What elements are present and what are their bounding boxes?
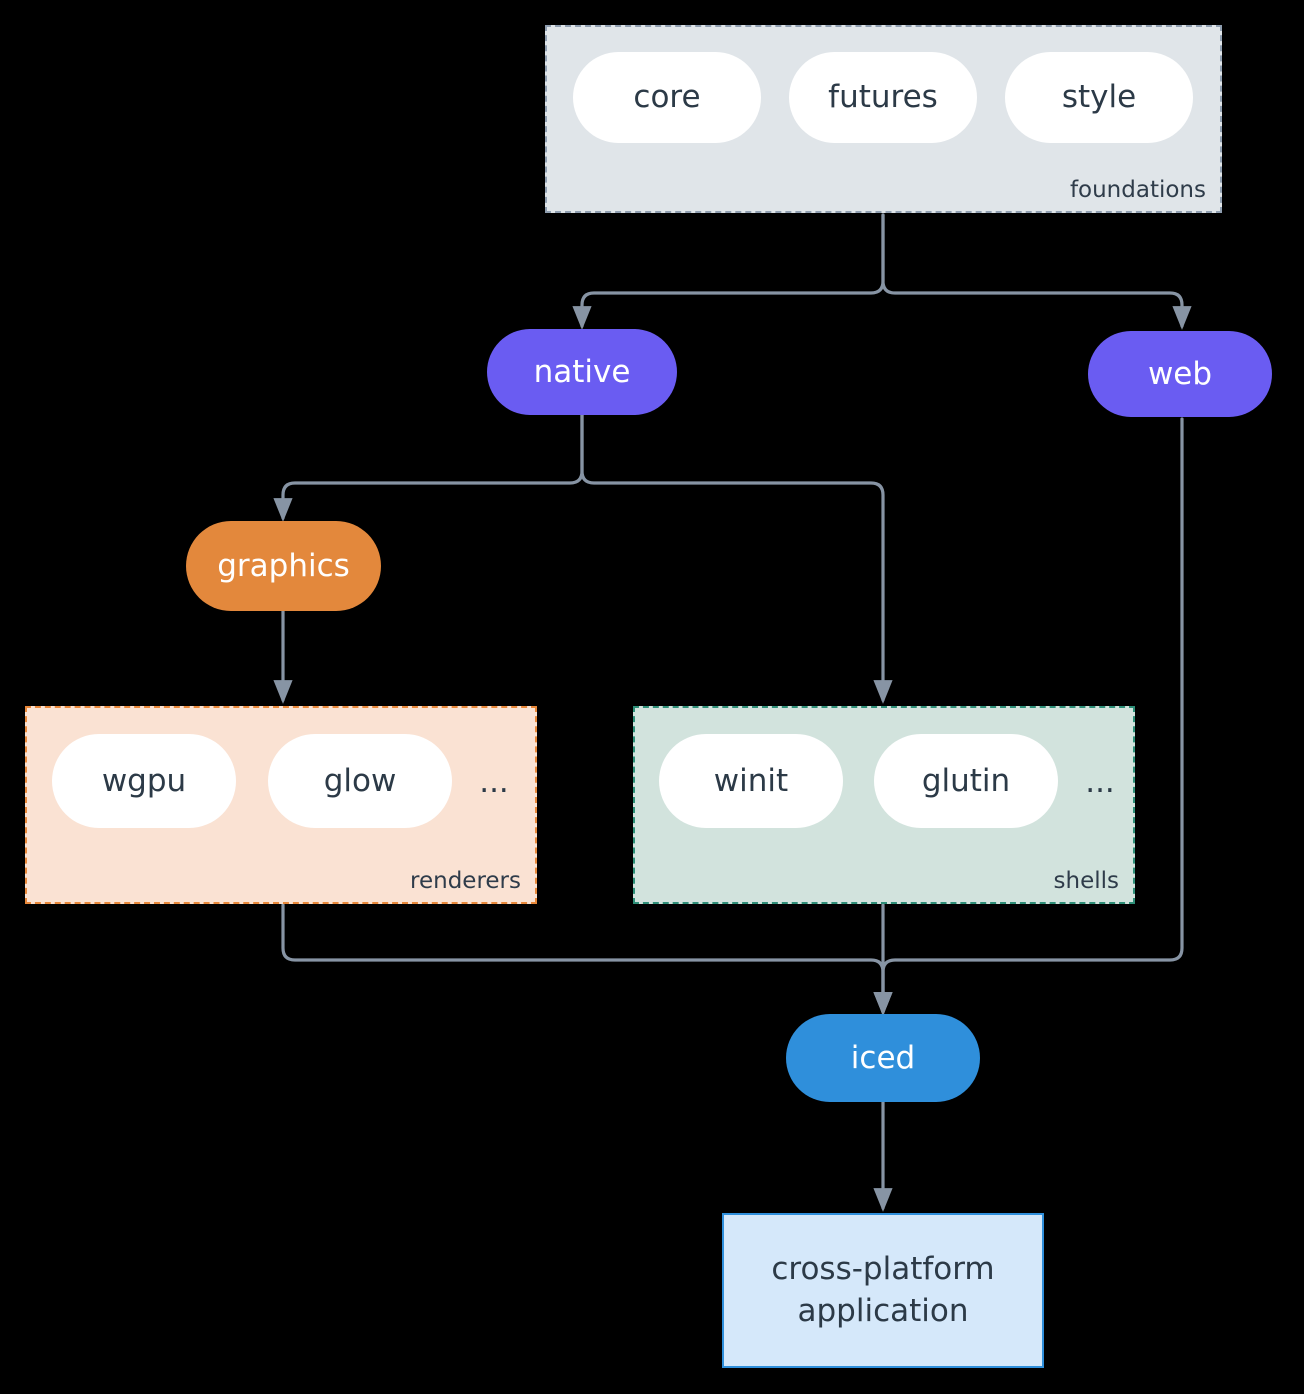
- node-futures[interactable]: futures: [789, 52, 977, 143]
- cluster-foundations-label: foundations: [1069, 177, 1206, 203]
- node-core[interactable]: core: [573, 52, 761, 143]
- node-wgpu-label: wgpu: [101, 762, 187, 799]
- node-application-label-line2: application: [797, 1292, 969, 1329]
- edge-foundations-web: [881, 213, 1192, 330]
- cluster-renderers-label: renderers: [410, 868, 521, 894]
- node-renderers-more-label: ...: [479, 763, 509, 800]
- edge-native-shells: [580, 411, 893, 704]
- node-futures-label: futures: [828, 79, 938, 115]
- cluster-shells-label: shells: [1053, 868, 1119, 894]
- node-iced[interactable]: iced: [786, 1014, 980, 1102]
- node-glutin[interactable]: glutin: [874, 734, 1058, 828]
- node-shells-more: ...: [1078, 765, 1122, 799]
- node-core-label: core: [633, 79, 701, 115]
- node-style[interactable]: style: [1005, 52, 1193, 143]
- node-style-label: style: [1061, 79, 1137, 115]
- node-glow-label: glow: [323, 762, 397, 799]
- node-graphics[interactable]: graphics: [186, 521, 381, 611]
- node-glutin-label: glutin: [921, 762, 1011, 799]
- node-graphics-label: graphics: [217, 547, 350, 584]
- node-native[interactable]: native: [487, 329, 677, 415]
- node-application[interactable]: cross-platform application: [722, 1213, 1044, 1368]
- node-iced-label: iced: [850, 1039, 916, 1076]
- node-shells-more-label: ...: [1085, 763, 1115, 800]
- node-native-label: native: [533, 353, 631, 390]
- node-winit-label: winit: [713, 762, 789, 799]
- node-wgpu[interactable]: wgpu: [52, 734, 236, 828]
- node-web[interactable]: web: [1088, 331, 1272, 417]
- node-winit[interactable]: winit: [659, 734, 843, 828]
- node-application-label-line1: cross-platform: [771, 1250, 995, 1287]
- node-web-label: web: [1147, 355, 1213, 392]
- edge-web-iced: [873, 417, 1184, 1016]
- node-glow[interactable]: glow: [268, 734, 452, 828]
- node-renderers-more: ...: [472, 765, 516, 799]
